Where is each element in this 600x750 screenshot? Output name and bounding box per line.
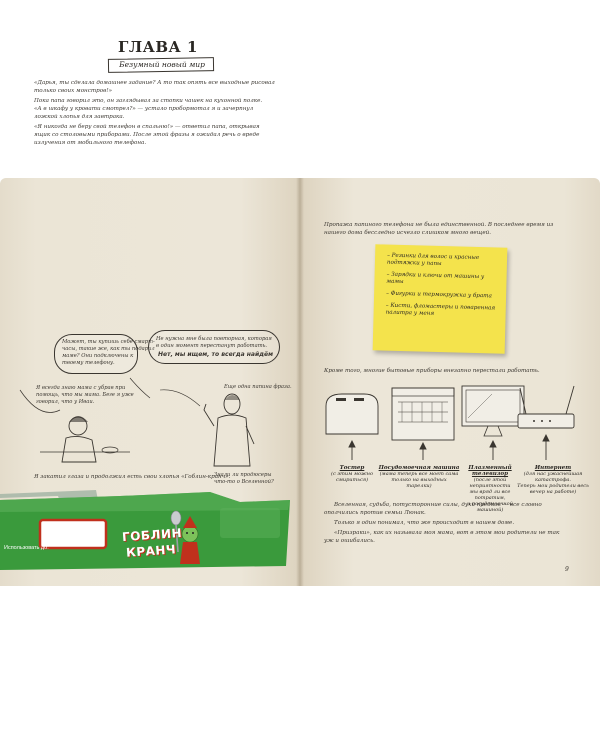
intro-line: Пропажа папиного телефона не была единст… (324, 222, 554, 228)
story-line-bottom: Я закатил глаза и продолжил есть свои хл… (34, 474, 231, 480)
appliance-desc: (после этой неприятности (469, 477, 511, 489)
appliance-desc: Теперь мои родители весь (517, 483, 589, 489)
story-line: «Я никогда не беру свой телефон в спальн… (34, 124, 260, 130)
speech-bubble-right (148, 330, 280, 364)
intro-line: нашего дома бесследно исчезло слишком мн… (324, 230, 492, 236)
missing-item: Фигурки и термокружка у брата (386, 291, 502, 301)
bottom-note-line: Знали ли продюсеры (214, 472, 272, 478)
bubble-right-bold: Нет, мы ищем, то всегда найдём (158, 351, 273, 358)
bubble-left-line: маме? Они подключены к (62, 353, 134, 359)
mom-caption: Еще одна папина фраза. (224, 384, 292, 390)
use-until-label: Использовать до: (4, 545, 49, 551)
family-sketch (19, 377, 255, 467)
toaster-icon (325, 393, 379, 435)
appliance-desc: и посудомоечной машиной) (467, 501, 513, 513)
appliance-name: Плазменный телевизор (468, 465, 512, 477)
appliance-sketches (325, 385, 575, 460)
appliances-intro: Кроме того, многие бытовые приборы внеза… (324, 368, 540, 374)
tv-icon (461, 385, 525, 437)
appliance-desc: (для нас ужаснейшая катастрофа. (523, 471, 583, 483)
bubble-right-line: Не нужна мне была повторная, которая (156, 336, 272, 342)
bubble-left-line: часы, такие же, как ты подарил (62, 346, 155, 352)
chapter-subtitle: Безумный новый мир (119, 60, 205, 69)
appliance-desc: (мама теперь все моет сама (379, 471, 459, 477)
story-line: «Дарья, ты сделала домашнее задание? А т… (34, 80, 275, 86)
book-spine (296, 178, 304, 586)
story-line: только своих монстров!» (34, 88, 113, 94)
side-note-line: говорил, что у Иваи. (36, 399, 95, 405)
cereal-box-strip (0, 490, 290, 570)
appliance-name: Тостер (339, 465, 365, 471)
story-line: Пока папа говорил это, он заглядывал за … (34, 98, 263, 104)
story-line: «А в шкафу у кровати смотрел?» — устало … (34, 106, 254, 112)
missing-item: Зарядки и ключи от машины у мамы (386, 272, 502, 289)
closing-line: уж и ошибались. (324, 538, 375, 544)
appliance-label-tv: Плазменный телевизор (после этой неприят… (454, 465, 526, 513)
appliance-name: Посудомоечная машина (378, 465, 460, 471)
missing-item: Резинки для волос и красные подтяжки у п… (387, 253, 503, 270)
closing-line: Вселенная, судьба, потусторонние силы, д… (334, 502, 542, 508)
closing-line: «Призраки», как их называла моя мама, во… (334, 530, 560, 536)
side-note-line: помощь, что мы мама. Беге я уже (36, 392, 134, 398)
bubble-right-line: в один момент перестанут работать. (156, 343, 268, 349)
router-icon (517, 385, 575, 429)
speech-bubble-left (54, 334, 138, 374)
page-number: 9 (565, 566, 569, 573)
sticky-note: Резинки для волос и красные подтяжки у п… (372, 244, 508, 354)
closing-line: ополчились против семьи Люнак. (324, 510, 426, 516)
missing-item: Кисти, фломастеры и поваренная палитра у… (386, 303, 502, 320)
appliance-desc: мы вряд ли все потратим, (469, 489, 511, 501)
story-line: излучения от мобильного телефона. (34, 140, 147, 146)
bubble-left-line: твоему телефону. (62, 360, 115, 366)
appliance-label-toaster: Тостер (с этим можно смириться) (322, 465, 382, 483)
appliance-name: Интернет (534, 465, 572, 471)
closing-line: Только я один понимал, что же происходит… (334, 520, 515, 526)
dishwasher-icon (391, 387, 455, 441)
arrow-up-icon (348, 433, 550, 460)
bottom-note-line: что-то о Вселенной? (214, 479, 274, 485)
story-line: ложкой хлопья для завтрака. (34, 114, 125, 120)
appliance-label-internet: Интернет (для нас ужаснейшая катастрофа.… (516, 465, 590, 495)
side-note-line: Я всегда знаю мама с убрав при (36, 385, 126, 391)
chapter-title: ГЛАВА 1 (118, 38, 198, 56)
missing-items-list: Резинки для волос и красные подтяжки у п… (385, 253, 503, 325)
appliance-desc: вечер на работе) (529, 489, 577, 495)
appliance-label-dishwasher: Посудомоечная машина (мама теперь все мо… (378, 465, 460, 489)
bubble-left-line: Может, ты купишь себе смарт- (62, 339, 155, 345)
story-line: ящик со столовыми приборами. После этой … (34, 132, 260, 138)
appliance-desc: (с этим можно смириться) (331, 471, 373, 483)
appliance-desc: только на выходных тарелки) (391, 477, 447, 489)
